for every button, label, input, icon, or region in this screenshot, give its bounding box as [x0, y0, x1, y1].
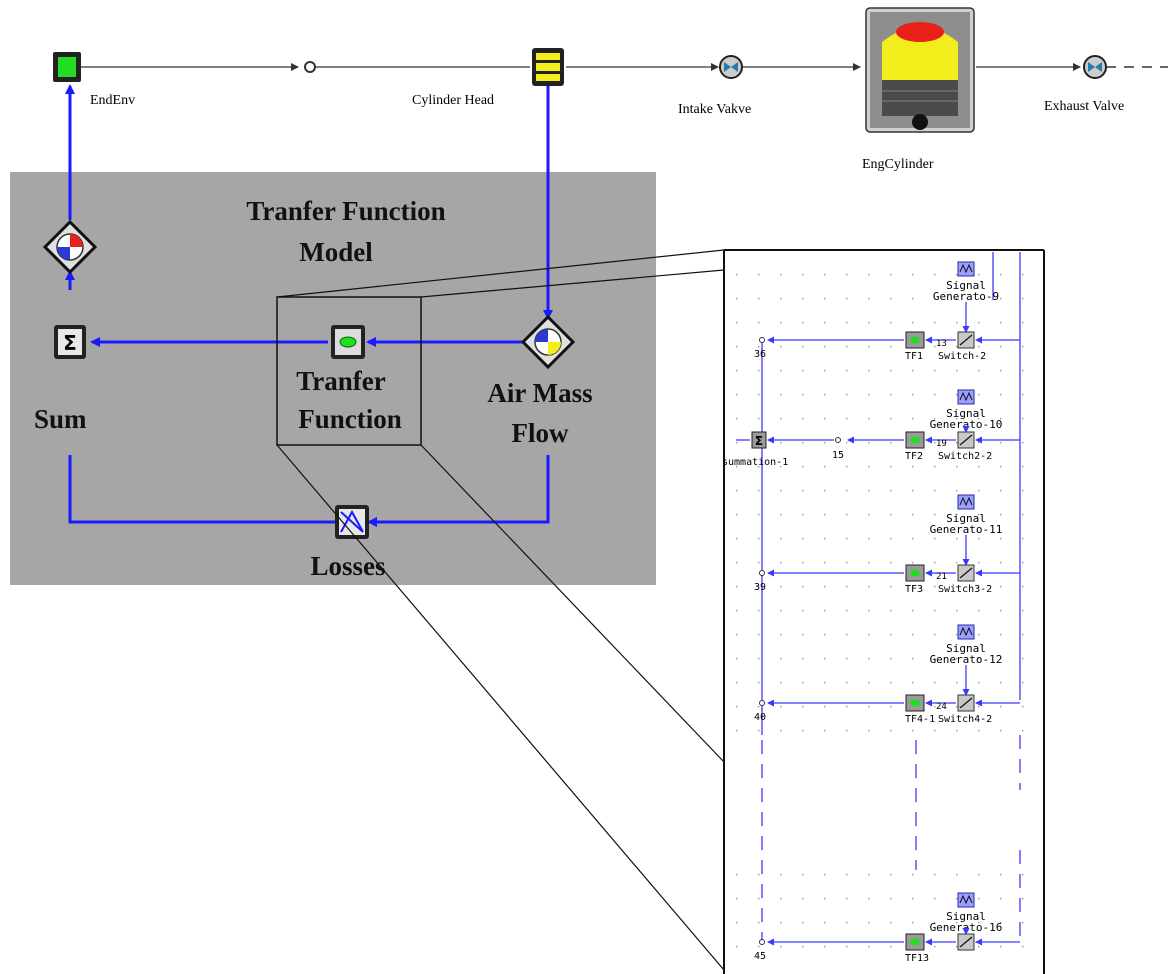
- signal-label-1: Signal: [946, 512, 986, 525]
- tf-label: TF4-1: [905, 714, 935, 725]
- intake-valve-block[interactable]: Intake Vakve: [678, 55, 751, 117]
- switch-block[interactable]: [957, 331, 975, 349]
- node-number: 40: [754, 712, 766, 723]
- signal-generator-icon[interactable]: [957, 892, 975, 908]
- signal-label-1: Signal: [946, 279, 986, 292]
- zoom-source-box: [276, 296, 422, 446]
- tf-block[interactable]: [905, 564, 925, 582]
- sum-label: Sum: [34, 404, 87, 434]
- signal-generator-icon[interactable]: [957, 494, 975, 510]
- zoom-lines: [276, 249, 725, 971]
- amf-label-line1: Air Mass: [487, 378, 592, 408]
- signal-label-1: Signal: [946, 407, 986, 420]
- amf-label-line2: Flow: [512, 418, 569, 448]
- model-wires: [65, 84, 553, 527]
- node-number: 36: [754, 349, 766, 360]
- tf-label: TF1: [905, 351, 923, 362]
- switch-block[interactable]: [957, 564, 975, 582]
- node-number: 39: [754, 582, 766, 593]
- signal-label-2: Generato-16: [930, 921, 1003, 934]
- end-env-label: EndEnv: [90, 93, 135, 108]
- tf-block[interactable]: [905, 933, 925, 951]
- svg-text:Σ: Σ: [63, 331, 77, 355]
- port-number: 13: [936, 339, 947, 349]
- switch-label: Switch4-2: [938, 714, 992, 725]
- intake-valve-label: Intake Vakve: [678, 102, 751, 117]
- eng-cylinder-label: EngCylinder: [862, 157, 934, 172]
- svg-text:Σ: Σ: [755, 434, 763, 448]
- losses-label: Losses: [310, 551, 385, 581]
- exhaust-valve-block[interactable]: Exhaust Valve: [1044, 55, 1124, 114]
- switch-block[interactable]: [957, 694, 975, 712]
- tf-label-line1: Tranfer: [296, 366, 385, 396]
- tf-label: TF13: [905, 953, 929, 964]
- cylinder-head-block[interactable]: Cylinder Head: [412, 48, 564, 108]
- detail-panel: [723, 249, 1045, 974]
- tf-block[interactable]: [905, 331, 925, 349]
- port-number: 19: [936, 439, 947, 449]
- signal-generator-icon[interactable]: [957, 389, 975, 405]
- outlet-sensor-block[interactable]: [42, 219, 98, 275]
- signal-label-2: Generato-12: [930, 653, 1003, 666]
- switch-label: Switch-2: [938, 351, 986, 362]
- tf-block[interactable]: [905, 694, 925, 712]
- sum-block[interactable]: Σ: [54, 325, 86, 359]
- transfer-function-block[interactable]: [331, 325, 365, 359]
- air-mass-flow-block[interactable]: [520, 314, 576, 370]
- exhaust-valve-label: Exhaust Valve: [1044, 99, 1124, 114]
- signal-generator-icon[interactable]: [957, 624, 975, 640]
- node-number: 45: [754, 951, 766, 962]
- signal-label-1: Signal: [946, 642, 986, 655]
- end-env-block[interactable]: EndEnv: [53, 52, 135, 108]
- junction-node: [304, 61, 316, 73]
- switch-block[interactable]: [957, 431, 975, 449]
- model-title-line1: Tranfer Function: [246, 196, 445, 226]
- eng-cylinder-block[interactable]: EngCylinder: [862, 7, 975, 172]
- signal-label-2: Generato-10: [930, 418, 1003, 431]
- signal-label-2: Generato-9: [933, 290, 999, 303]
- switch-label: Switch3-2: [938, 584, 992, 595]
- summation-label: summation-1: [722, 457, 788, 468]
- node-number: 15: [832, 450, 844, 461]
- summation-block[interactable]: Σ summation-1: [722, 431, 788, 468]
- tf-label: TF3: [905, 584, 923, 595]
- port-number: 21: [936, 572, 947, 582]
- model-title-line2: Model: [299, 237, 373, 267]
- detail-wires: [736, 252, 1021, 940]
- port-number: 24: [936, 702, 947, 712]
- switch-block[interactable]: [957, 933, 975, 951]
- cylinder-head-label: Cylinder Head: [412, 93, 494, 108]
- tf-label-line2: Function: [298, 404, 402, 434]
- tf-label: TF2: [905, 451, 923, 462]
- tf-block[interactable]: [905, 431, 925, 449]
- signal-label-1: Signal: [946, 910, 986, 923]
- signal-generator-icon[interactable]: [957, 261, 975, 277]
- switch-label: Switch2-2: [938, 451, 992, 462]
- signal-label-2: Generato-11: [930, 523, 1003, 536]
